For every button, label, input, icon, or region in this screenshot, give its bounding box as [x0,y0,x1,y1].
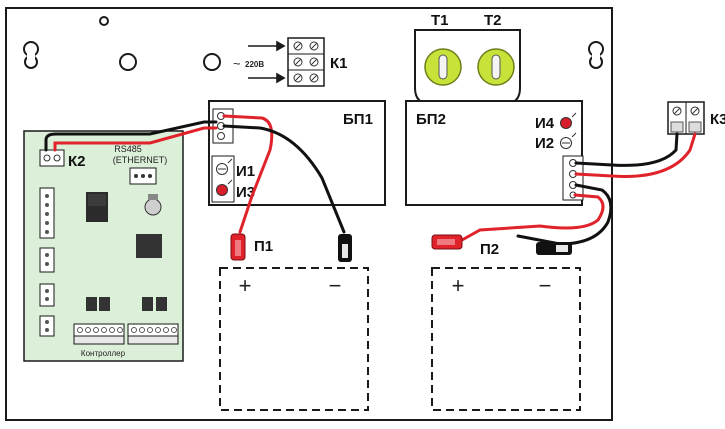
mains-arrows [248,40,286,84]
psu-bp2 [405,100,583,206]
label-i2: И2 [535,135,554,152]
wire-p2-black [516,183,613,246]
wire-p1-black [222,124,346,234]
battery-1-minus: − [329,273,342,298]
top-hole [99,16,109,26]
terminal-block-k1 [287,37,325,87]
label-t2: Т2 [484,12,502,29]
led-i1 [216,158,233,175]
label-k1: К1 [330,55,348,72]
label-k2: К2 [68,153,86,170]
psu-bp1 [208,100,386,206]
ac-tilde-icon: ~ [233,56,241,71]
controller-caption: Контроллер [81,349,126,358]
label-bp2: БП2 [416,111,446,128]
mains-label: 220В [245,60,264,69]
wire-k2-black [44,120,218,152]
label-bp1: БП1 [343,111,373,128]
wire-k3-black [574,132,679,167]
terminal-block-k3 [667,101,705,135]
wire-p2-red [460,193,605,242]
battery-1-plus: + [239,273,252,298]
mount-hole-1 [119,53,137,71]
wires [44,114,697,246]
mount-hole-2 [203,53,221,71]
toggle-switch-t2[interactable] [477,48,515,86]
label-k3: К3 [710,111,725,128]
ic-chips [86,297,167,311]
keyhole-left [23,41,39,69]
toggle-switch-t1[interactable] [424,48,462,86]
interface-label-line1: RS485 [114,144,142,154]
connector-p2-red [431,234,463,250]
label-p2: П2 [480,241,499,258]
label-i4: И4 [535,115,555,132]
wire-k2-red [53,126,218,152]
battery-1-outline [219,267,369,411]
label-i1: И1 [236,163,255,180]
led-i4 [560,112,577,129]
led-i3 [216,179,233,196]
connector-p1-red [230,233,246,261]
buzzer [144,198,162,216]
connector-p1-black [338,234,352,262]
led-i2 [560,132,577,149]
interface-label-line2: (ETHERNET) [113,155,168,165]
battery-2-outline [431,267,581,411]
label-p1: П1 [254,238,273,255]
bottom-terminals [73,323,179,345]
wire-k3-red [574,132,697,178]
terminal-block-k2 [39,149,65,167]
cpu-chip [136,234,162,258]
side-connector-pins [45,194,49,332]
label-t1: Т1 [431,12,449,29]
keyhole-right [588,41,604,69]
connector-p2-black [536,242,572,255]
battery-2-plus: + [452,273,465,298]
battery-2-minus: − [539,273,552,298]
